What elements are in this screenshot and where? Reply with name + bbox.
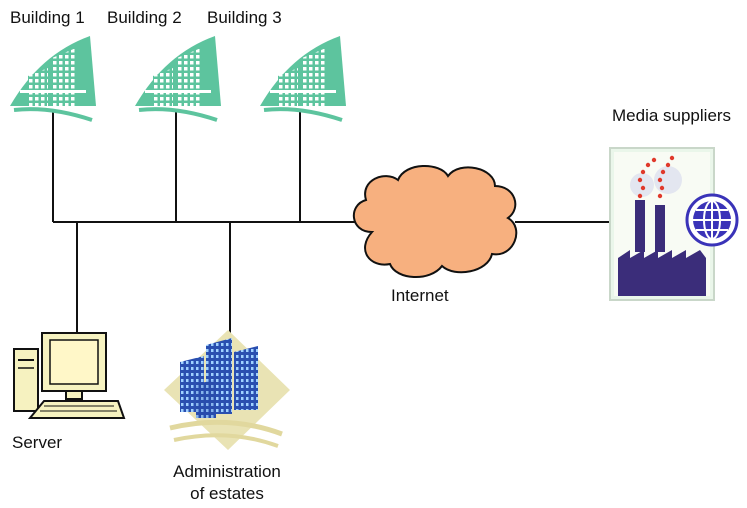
administration-label-line-2: of estates — [190, 484, 264, 503]
media-suppliers-label: Media suppliers — [612, 106, 732, 125]
server-label: Server — [12, 433, 63, 452]
building-3-icon — [260, 36, 346, 122]
administration-label: Administration of estates — [165, 461, 289, 505]
city-buildings-icon — [164, 330, 290, 450]
connection-lines — [52, 110, 618, 333]
cloud-icon — [352, 164, 518, 279]
factory-globe-icon — [609, 147, 739, 301]
internet-label: Internet — [391, 286, 449, 305]
building-3-label: Building 3 — [207, 8, 282, 27]
building-2-label: Building 2 — [107, 8, 182, 27]
building-1-icon — [10, 36, 96, 122]
desktop-computer-icon — [13, 332, 126, 419]
building-1-label: Building 1 — [10, 8, 85, 27]
building-2-icon — [135, 36, 221, 122]
administration-label-line-1: Administration — [173, 462, 281, 481]
